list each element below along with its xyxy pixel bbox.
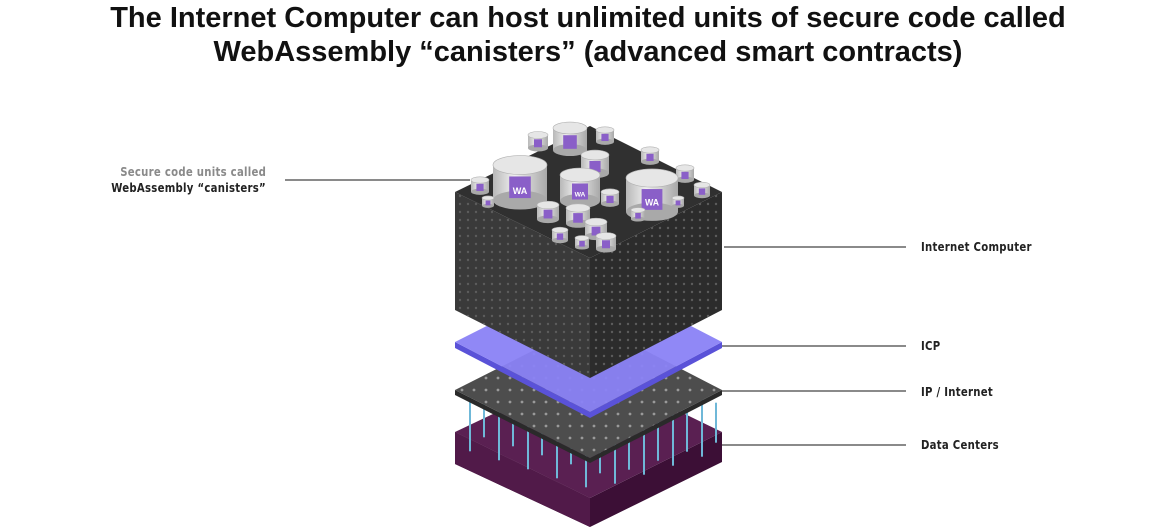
connector-lines (285, 179, 906, 446)
internet-computer-label: Internet Computer (921, 239, 1032, 254)
canister-icon: WA (559, 167, 601, 208)
svg-text:WA: WA (575, 191, 586, 198)
ip-internet-label: IP / Internet (921, 384, 994, 399)
title-line-2: WebAssembly “canisters” (advanced smart … (213, 36, 963, 68)
title-line-1: The Internet Computer can host unlimited… (110, 2, 1066, 34)
internet-computer-cube: WA WA WA (455, 121, 722, 378)
svg-text:WA: WA (645, 198, 660, 208)
canister-icon (595, 232, 617, 253)
canister-icon (552, 121, 588, 157)
canister-icon (675, 164, 695, 183)
svg-text:WA: WA (513, 186, 528, 196)
canister-icon (536, 200, 560, 224)
canister-icon (565, 203, 591, 228)
canister-icon (671, 195, 685, 208)
canister-icon (640, 146, 660, 165)
canisters-label-line-1: Secure code units called (120, 164, 266, 179)
canister-icon (481, 195, 495, 208)
canister-icon (527, 131, 549, 152)
canister-icon (574, 235, 590, 250)
canister-icon (630, 207, 646, 222)
canisters-label-line-2: WebAssembly “canisters” (111, 180, 266, 195)
canister-icon: WA (625, 168, 679, 221)
canister-icon (470, 176, 490, 195)
canister-icon: WA (492, 155, 548, 210)
canister-icon (600, 188, 620, 207)
canister-icon (693, 181, 711, 199)
canister-icon (551, 226, 569, 244)
icp-label: ICP (921, 338, 941, 353)
canister-icon (595, 126, 615, 145)
data-centers-label: Data Centers (921, 437, 999, 452)
